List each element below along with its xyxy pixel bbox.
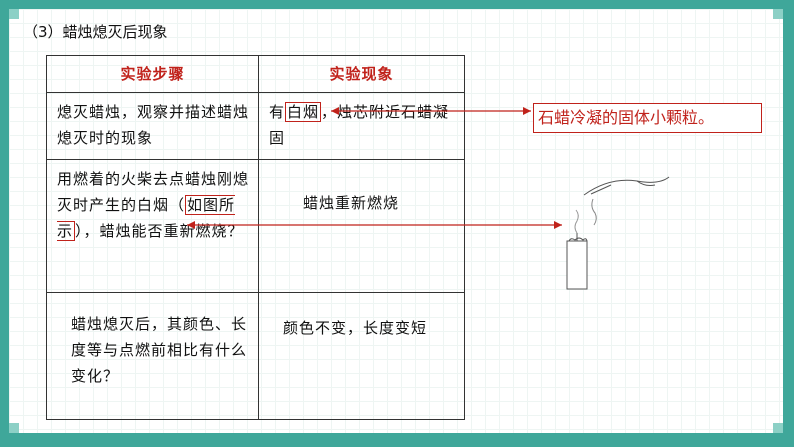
highlight-box: 如图所示 (57, 195, 236, 241)
corner-decoration (773, 9, 783, 19)
step-text: 用燃着的火柴去点蜡烛刚熄灭时产生的白烟（ (57, 170, 250, 214)
observation-cell: 颜色不变，长度变短 (258, 292, 465, 420)
corner-decoration (9, 9, 19, 19)
arrow-head (187, 221, 195, 229)
slide: （3）蜡烛熄灭后现象 实验步骤 实验现象 熄灭蜡烛，观察并描述蜡烛熄灭时的现象 … (9, 9, 783, 433)
explanation-callout: 石蜡冷凝的固体小颗粒。 (533, 103, 762, 133)
observation-cell: 蜡烛重新燃烧 (258, 159, 465, 293)
corner-decoration (9, 423, 19, 433)
corner-decoration (773, 423, 783, 433)
observation-cell: 有白烟，烛芯附近石蜡凝固 (258, 92, 465, 160)
arrow-head (331, 107, 339, 115)
step-cell: 熄灭蜡烛，观察并描述蜡烛熄灭时的现象 (46, 92, 259, 160)
annotation-layer (187, 107, 670, 290)
observation-text: ，烛芯附近石蜡凝固 (269, 103, 450, 147)
header-steps: 实验步骤 (46, 55, 259, 93)
step-cell: 蜡烛熄灭后，其颜色、长度等与点燃前相比有什么变化？ (46, 292, 259, 420)
step-cell: 用燃着的火柴去点蜡烛刚熄灭时产生的白烟（如图所示），蜡烛能否重新燃烧？ (46, 159, 259, 293)
arrow-head (554, 221, 562, 229)
header-observations: 实验现象 (258, 55, 465, 93)
candle-illustration (566, 176, 670, 290)
experiment-table: 实验步骤 实验现象 熄灭蜡烛，观察并描述蜡烛熄灭时的现象 有白烟，烛芯附近石蜡凝… (46, 55, 465, 420)
observation-text: 有 (269, 103, 286, 121)
highlight-box: 白烟 (285, 102, 322, 122)
arrow-head (523, 107, 531, 115)
section-title: （3）蜡烛熄灭后现象 (23, 23, 168, 41)
step-text: ），蜡烛能否重新燃烧？ (75, 222, 244, 240)
